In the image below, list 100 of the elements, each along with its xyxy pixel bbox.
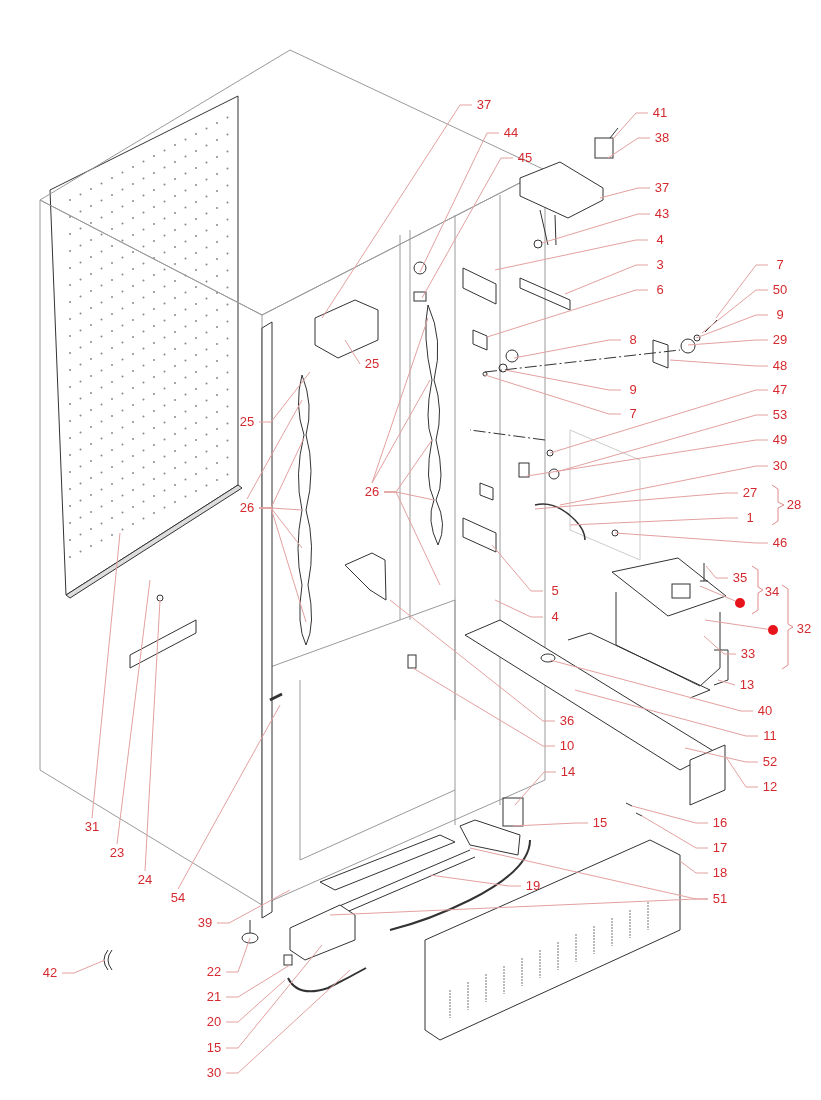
leader-line bbox=[687, 339, 769, 346]
callout-number: 11 bbox=[759, 728, 781, 744]
leader-line bbox=[412, 667, 556, 747]
callout-number: 30 bbox=[203, 1065, 225, 1081]
callout-number: 40 bbox=[754, 703, 776, 719]
callout-number: 6 bbox=[649, 282, 671, 298]
callout-number: 25 bbox=[236, 414, 258, 430]
callout-number: 20 bbox=[203, 1014, 225, 1030]
leader-line bbox=[541, 213, 651, 244]
leader-line bbox=[513, 339, 622, 359]
callout-number: 9 bbox=[769, 307, 791, 323]
dot-marker bbox=[735, 598, 745, 608]
leader-line bbox=[526, 439, 769, 477]
callout-number: 35 bbox=[729, 570, 751, 586]
leader-line bbox=[669, 359, 769, 367]
callout-number: 1 bbox=[739, 510, 761, 526]
callout-number: 32 bbox=[795, 621, 813, 637]
leader-line bbox=[705, 565, 729, 579]
callout-number: 15 bbox=[203, 1040, 225, 1056]
callout-number: 34 bbox=[763, 584, 781, 600]
callout-number: 23 bbox=[106, 845, 128, 861]
callout-number: 47 bbox=[769, 382, 791, 398]
leader-line bbox=[258, 371, 311, 423]
leader-line bbox=[699, 585, 736, 602]
callout-number: 54 bbox=[167, 890, 189, 906]
leader-line bbox=[383, 491, 441, 586]
callout-number: 7 bbox=[622, 406, 644, 422]
callout-number: 10 bbox=[556, 738, 578, 754]
callout-number: 3 bbox=[649, 257, 671, 273]
callout-number: 13 bbox=[736, 677, 758, 693]
leader-line bbox=[429, 874, 522, 887]
callout-number: 31 bbox=[81, 819, 103, 835]
leader-line bbox=[695, 314, 769, 339]
callout-number: 49 bbox=[769, 432, 791, 448]
leader-line bbox=[684, 747, 759, 763]
leader-line bbox=[534, 492, 739, 510]
callout-number: 28 bbox=[785, 497, 803, 513]
callout-number: 24 bbox=[134, 872, 156, 888]
callout-number: 50 bbox=[769, 282, 791, 298]
callout-number: 4 bbox=[649, 232, 671, 248]
leader-line bbox=[564, 264, 649, 295]
leader-line bbox=[225, 944, 323, 1049]
leader-line bbox=[514, 771, 557, 806]
leader-line bbox=[91, 532, 121, 819]
leader-line bbox=[611, 112, 649, 141]
callout-number: 4 bbox=[544, 609, 566, 625]
leader-line bbox=[484, 374, 622, 415]
leader-line bbox=[246, 399, 303, 500]
leader-line bbox=[329, 898, 709, 916]
callout-number: 22 bbox=[203, 964, 225, 980]
leader-line bbox=[725, 756, 759, 788]
callout-number: 5 bbox=[544, 583, 566, 599]
leader-line bbox=[549, 389, 769, 454]
leader-line bbox=[491, 544, 544, 592]
leader-line bbox=[704, 619, 769, 630]
leader-line bbox=[555, 414, 769, 473]
callout-number: 33 bbox=[737, 646, 759, 662]
callout-number: 21 bbox=[203, 989, 225, 1005]
leader-line bbox=[569, 517, 739, 526]
callout-number: 29 bbox=[769, 332, 791, 348]
leader-line bbox=[494, 239, 649, 271]
leader-line bbox=[216, 889, 291, 924]
callout-number: 48 bbox=[769, 358, 791, 374]
callout-number: 9 bbox=[622, 382, 644, 398]
leader-line bbox=[225, 969, 351, 1074]
callout-number: 38 bbox=[651, 130, 673, 146]
callout-number: 46 bbox=[769, 535, 791, 551]
callout-number: 18 bbox=[709, 865, 731, 881]
leader-line bbox=[371, 379, 431, 484]
callout-number: 39 bbox=[194, 915, 216, 931]
leader-line bbox=[419, 132, 500, 273]
callout-number: 7 bbox=[769, 257, 791, 273]
callout-number: 42 bbox=[39, 965, 61, 981]
callout-number: 37 bbox=[651, 180, 673, 196]
callout-number: 26 bbox=[361, 484, 383, 500]
callout-number: 16 bbox=[709, 815, 731, 831]
leader-line bbox=[559, 465, 769, 506]
leader-line bbox=[344, 339, 361, 365]
leader-line bbox=[717, 679, 736, 686]
leader-line bbox=[631, 805, 709, 824]
leader-line bbox=[61, 959, 106, 974]
callout-number: 27 bbox=[739, 485, 761, 501]
leader-line bbox=[177, 704, 281, 890]
callout-number: 51 bbox=[709, 891, 731, 907]
leader-line bbox=[599, 187, 651, 199]
leader-line bbox=[607, 137, 651, 159]
leader-line bbox=[614, 532, 769, 544]
leader-line bbox=[258, 507, 307, 623]
leader-line bbox=[504, 369, 622, 391]
leader-line bbox=[703, 635, 737, 655]
leader-line bbox=[116, 579, 151, 845]
leader-line bbox=[486, 289, 649, 338]
callout-number: 17 bbox=[709, 840, 731, 856]
leader-line bbox=[549, 659, 754, 712]
leader-line bbox=[701, 289, 769, 334]
callout-number: 12 bbox=[759, 779, 781, 795]
callout-number: 19 bbox=[522, 878, 544, 894]
callout-number: 43 bbox=[651, 206, 673, 222]
leader-line bbox=[321, 104, 473, 319]
callout-number: 25 bbox=[361, 356, 383, 372]
